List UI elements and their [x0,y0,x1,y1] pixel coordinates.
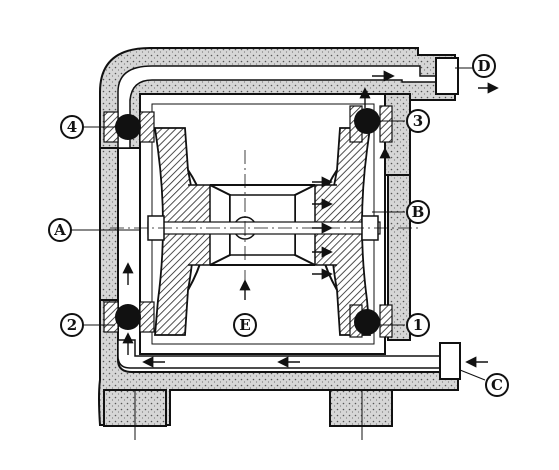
callout-d: D [472,54,496,78]
callout-1: 1 [406,313,430,337]
svg-text:C: C [491,376,503,394]
valve-3 [349,105,393,143]
callout-c: C [485,373,509,397]
right-side-wall [387,174,411,341]
leader-lines [70,67,486,381]
svg-text:3: 3 [413,112,423,130]
svg-text:2: 2 [67,316,77,334]
left-upper-housing [99,147,119,301]
right-foot [329,389,393,427]
callout-a: A [48,218,72,242]
outlet-port-d [435,57,459,95]
callout-b: B [406,200,430,224]
ball-valve-icon [115,304,141,330]
callout-e: E [233,313,257,337]
inlet-port-c [439,342,461,380]
pump-body [98,47,461,440]
callout-2: 2 [60,313,84,337]
svg-text:1: 1 [413,316,423,334]
ball-valve-icon [354,309,380,335]
ball-valve-icon [115,114,141,140]
ball-valve-icon [354,108,380,134]
svg-text:4: 4 [67,118,77,136]
callout-4: 4 [60,115,84,139]
flow-arrows [122,70,499,368]
callout-3: 3 [406,109,430,133]
valve-2 [103,301,155,333]
svg-text:E: E [239,316,250,334]
svg-text:A: A [53,221,66,239]
valve-1 [349,304,393,338]
svg-text:B: B [412,203,425,221]
svg-text:D: D [477,57,490,75]
